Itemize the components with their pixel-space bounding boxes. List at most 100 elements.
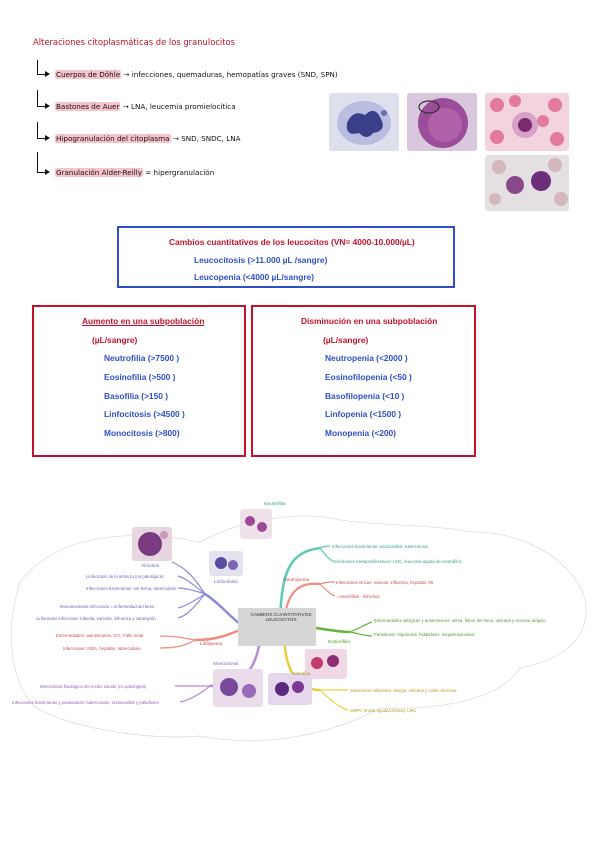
branch-linfocitosis: [204, 592, 241, 625]
connector-line: [37, 90, 46, 107]
sub-linfopenia-2: [159, 639, 196, 649]
sub-neutrofilia-1: [319, 545, 331, 549]
micrograph-alder-reilly: [485, 155, 569, 211]
thumb-linfocitosis: [209, 551, 243, 576]
mindmap-center-box: [238, 608, 316, 646]
leaf-eosinofilia-1: Enfermedades alérgicas y autoinmunes: as…: [374, 618, 546, 623]
note-term: Granulación Alder-Reilly: [55, 168, 143, 177]
arrow-icon: [45, 135, 50, 141]
node-monocitosis: Monocitosis: [213, 662, 239, 667]
leaf-linfocitosis-3: Mononucleosis infecciosa = enfermedad de…: [60, 604, 155, 609]
note-term: Cuerpos de Döhle: [55, 70, 122, 79]
leaf-linfopenia-2: Infecciosas: SIDA, hepatitis, tuberculos…: [63, 646, 141, 651]
increase-unit: (µL/sangre): [92, 335, 138, 345]
connector-line: [37, 122, 46, 139]
increase-item: Linfocitosis (>4500 ): [104, 409, 185, 419]
increase-item: Eosinofilia (>500 ): [104, 372, 176, 382]
node-neutropenia: Neutropenia: [283, 578, 310, 583]
sub-basofilia-2: [319, 689, 349, 711]
node-virocitos: Virocitos: [141, 564, 160, 569]
sub-monocitosis-2: [179, 685, 211, 703]
thumb-monocitosis: [213, 669, 263, 707]
node-eosinofilia: Eosinofilia: [328, 640, 350, 645]
note-detail: LNA, leucemia promielocítica: [131, 102, 236, 111]
note-item-1: Cuerpos de Döhle → infecciones, quemadur…: [55, 70, 338, 79]
decrease-item: Eosinofilopenia (<50 ): [325, 372, 412, 382]
thumb-neutrofilia: [240, 509, 272, 539]
decrease-heading: Disminución en una subpoblación: [301, 316, 438, 326]
leaf-basofilia-1: Situaciones adversas: alergia, urticaria…: [350, 688, 457, 693]
leaf-monocitosis-2: Infecciones bacterianas y parasitarias: …: [12, 700, 159, 705]
sub-virocitos: [171, 561, 206, 595]
decrease-subpopulation-box: Disminución en una subpoblación (µL/sang…: [251, 305, 476, 457]
quantitative-changes-box: Cambios cuantitativos de los leucocitos …: [117, 226, 455, 288]
note-term: Hipogranulación del citoplasma: [55, 134, 171, 143]
decrease-item: Monopenia (<200): [325, 428, 396, 438]
connector-line: [37, 60, 46, 75]
leaf-neutrofilia-2: Síndromes mieloproliferativos: LMC, leuc…: [334, 559, 462, 564]
leaf-linfopenia-1: Enfermedades: autoinmunes, ICC, Fallo re…: [56, 633, 144, 638]
decrease-item: Basofilopenia (<10 ): [325, 391, 405, 401]
note-item-2: Bastones de Auer → LNA, leucemia promiel…: [55, 102, 236, 111]
sub-neutropenia-1: [319, 581, 336, 585]
increase-item: Basofilia (>150 ): [104, 391, 169, 401]
leaf-eosinofilia-2: Parasitosis: triquinosis, hidatidosis, e…: [374, 632, 475, 637]
note-item-3: Hipogranulación del citoplasma → SND, SN…: [55, 134, 241, 143]
increase-item: Neutrofilia (>7500 ): [104, 353, 180, 363]
leaf-linfocitosis-2: Infecciones bacterianas: tos ferina, tub…: [86, 586, 177, 591]
arrow-icon: [45, 103, 50, 109]
arrow-right-icon: →: [172, 134, 182, 143]
node-linfocitosis: Linfocitosis: [214, 580, 238, 585]
increase-subpopulation-box: Aumento en una subpoblación (µL/sangre) …: [32, 305, 246, 457]
decrease-item: Linfopenia (<1500 ): [325, 409, 402, 419]
connector-line: [37, 152, 46, 173]
leaf-neutropenia-1: Infecciones víricas: rubeola, influenza,…: [336, 580, 434, 585]
thumb-eosinofilia: [305, 649, 347, 679]
thumb-virocitos: [132, 527, 172, 561]
sub-eosinofilia-2: [349, 631, 373, 637]
decrease-item: Neutropenia (<2000 ): [325, 353, 408, 363]
arrow-right-icon: →: [123, 70, 132, 79]
micrograph-auer-rods: [407, 93, 477, 151]
sub-neutrofilia-2: [319, 547, 335, 563]
note-detail: = hipergranulación: [145, 168, 215, 177]
leucocitosis-line: Leucocitosis (>11.000 µL /sangre): [194, 255, 328, 265]
arrow-right-icon: →: [122, 102, 132, 111]
leaf-linfocitosis-4: Linfocitosis infecciosa: rubeola, varice…: [36, 616, 156, 621]
micrograph-hypogranulation: [485, 93, 569, 151]
branch-neutrofilia: [278, 546, 321, 621]
leaf-neutropenia-2: ↓ neutrófilos · linfocitos: [336, 594, 380, 599]
sub-neutropenia-2: [319, 583, 336, 597]
mindmap-center-label: CAMBIOS CUANTITATIVOS LEUCOCITOS: [250, 613, 312, 623]
branch-linfopenia: [194, 628, 241, 642]
mindmap-canvas: [11, 515, 587, 741]
thumb-basofilia: [268, 673, 312, 705]
note-detail: SND, SNDC, LNA: [181, 134, 241, 143]
arrow-icon: [45, 169, 50, 175]
sub-linfocitosis-3: [177, 593, 206, 609]
decrease-unit: (µL/sangre): [323, 335, 369, 345]
note-term: Bastones de Auer: [55, 102, 121, 111]
node-basofilia: Basofilia: [292, 672, 311, 677]
leaf-neutrofilia-1: Infecciones bacterianas: endocarditis, t…: [332, 544, 429, 549]
node-linfopenia: Linfopenia: [200, 642, 223, 647]
sub-linfocitosis-2: [177, 587, 206, 595]
increase-item: Monocitosis (>800): [104, 428, 180, 438]
leaf-basofilia-2: SMPC (mixta aguda/crónica): LMC: [350, 708, 417, 713]
increase-heading: Aumento en una subpoblación: [82, 316, 205, 326]
arrow-icon: [45, 71, 50, 77]
micrograph-dohle-bodies: [329, 93, 399, 151]
notes-title: Alteraciones citoplasmáticas de los gran…: [33, 37, 236, 47]
note-detail: infecciones, quemaduras, hemopatías grav…: [131, 70, 338, 79]
leaf-monocitosis-1: Monocitosis fisiológica del recién nacid…: [40, 684, 147, 689]
node-neutrofilia: Neutrofilia: [264, 502, 286, 507]
note-item-4: Granulación Alder-Reilly = hipergranulac…: [55, 168, 214, 177]
sub-linfopenia-1: [159, 635, 196, 641]
quant-heading: Cambios cuantitativos de los leucocitos …: [169, 237, 415, 247]
branch-eosinofilia: [315, 626, 351, 634]
sub-linfocitosis-1: [177, 575, 206, 595]
sub-linfocitosis-4: [177, 593, 206, 619]
leucopenia-line: Leucopenia (<4000 µL/sangre): [194, 272, 315, 282]
leaf-linfocitosis-1: Linfocitosis de la infancia (no patológi…: [86, 574, 164, 579]
sub-eosinofilia-1: [349, 621, 373, 633]
